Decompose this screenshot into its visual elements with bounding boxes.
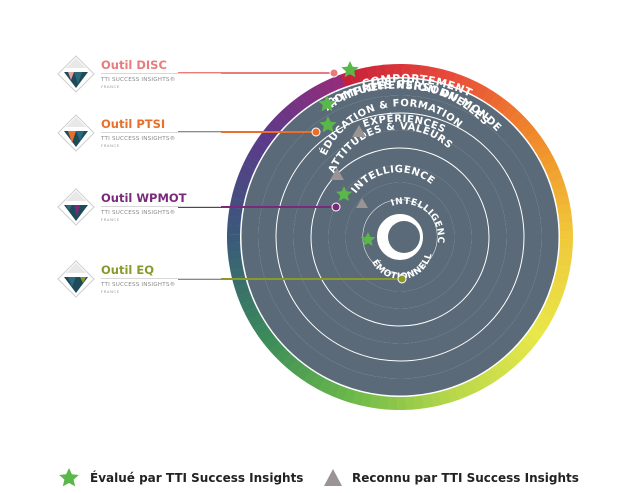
mountain-logo-icon <box>57 260 95 298</box>
ring-4 <box>293 130 507 344</box>
gradient-ring-segment <box>227 215 251 227</box>
mountain-logo-icon <box>57 55 95 93</box>
gradient-outer-ring <box>227 64 573 410</box>
star-icon <box>341 61 359 78</box>
gradient-ring-segment <box>545 270 569 285</box>
tool-name-eq: Outil EQ <box>101 263 154 277</box>
gradient-ring-segment <box>234 281 259 297</box>
star-icon <box>59 468 79 487</box>
legend-triangle-label: Reconnu par TTI Success Insights <box>352 471 579 485</box>
gradient-ring-segment <box>232 273 256 288</box>
triangle-icon <box>356 198 368 208</box>
gradient-ring-segment <box>549 212 573 224</box>
gradient-ring-segment <box>420 385 434 409</box>
tool-wpmot: Outil WPMOT TTI SUCCESS INSIGHTS® FRANCE <box>56 187 221 233</box>
tool-eq: Outil EQ TTI SUCCESS INSIGHTS® FRANCE <box>56 259 221 305</box>
mountain-logo-icon <box>57 114 95 152</box>
gradient-ring-segment <box>369 385 382 409</box>
gradient-ring-segment <box>549 247 573 259</box>
connector-dot-wpmot <box>331 202 341 212</box>
gradient-ring-segment <box>541 177 566 193</box>
tool-divider <box>101 206 221 207</box>
tool-brand: TTI SUCCESS INSIGHTS® <box>101 77 176 83</box>
tool-sub: FRANCE <box>101 217 120 222</box>
tool-brand: TTI SUCCESS INSIGHTS® <box>101 210 176 216</box>
gradient-ring-segment <box>349 69 364 93</box>
legend: Évalué par TTI Success Insights Reconnu … <box>58 467 618 489</box>
gradient-ring-segment <box>227 242 250 253</box>
gradient-ring-segment <box>228 257 252 271</box>
connector-dot-disc <box>329 68 339 78</box>
tool-sub: FRANCE <box>101 143 120 148</box>
gradient-ring-segment <box>378 386 390 410</box>
ring-2 <box>258 95 542 379</box>
triangle-icon <box>330 168 344 180</box>
gradient-ring-segment <box>444 378 460 403</box>
tool-ptsi: Outil PTSI TTI SUCCESS INSIGHTS® FRANCE <box>56 113 221 159</box>
gradient-ring-segment <box>332 74 349 99</box>
tool-divider <box>101 278 221 279</box>
ring-1 <box>241 78 559 396</box>
gradient-ring-segment <box>546 194 570 209</box>
gradient-ring-segment <box>413 386 425 410</box>
star-icon <box>319 116 337 133</box>
gradient-ring-segment <box>436 381 451 405</box>
gradient-ring-segment <box>544 186 568 201</box>
gradient-ring-segment <box>547 263 571 276</box>
star-icon <box>336 186 352 201</box>
gradient-ring-segment <box>231 189 255 204</box>
star-icon <box>360 232 376 246</box>
connector-dot-ptsi <box>311 127 321 137</box>
ring-6 <box>328 165 472 309</box>
tool-divider <box>101 132 221 133</box>
gradient-ring-segment <box>227 250 251 262</box>
gradient-ring-segment <box>550 221 573 232</box>
tool-sub: FRANCE <box>101 289 120 294</box>
gradient-ring-segment <box>352 382 367 406</box>
connector-dot-eq <box>397 274 407 284</box>
tool-name-ptsi: Outil PTSI <box>101 117 166 131</box>
triangle-icon <box>352 125 366 137</box>
gradient-ring-segment <box>230 265 254 280</box>
gradient-ring-segment <box>343 379 359 404</box>
gradient-ring-segment <box>340 71 356 96</box>
tool-disc: Outil DISC TTI SUCCESS INSIGHTS® FRANCE <box>56 54 221 100</box>
bullseye-center <box>388 221 420 253</box>
ring-5 <box>311 148 489 326</box>
tool-brand: TTI SUCCESS INSIGHTS® <box>101 136 176 142</box>
ring-markers <box>318 61 376 246</box>
tool-brand: TTI SUCCESS INSIGHTS® <box>101 282 176 288</box>
gradient-ring-segment <box>548 255 572 268</box>
gradient-ring-segment <box>233 180 258 196</box>
concentric-rings <box>240 77 560 397</box>
mountain-logo-icon <box>57 188 95 226</box>
gradient-ring-segment <box>405 387 416 410</box>
tool-name-wpmot: Outil WPMOT <box>101 191 187 205</box>
ring-3 <box>276 113 524 361</box>
gradient-ring-segment <box>428 383 443 407</box>
gradient-ring-segment <box>542 278 567 294</box>
gradient-ring-segment <box>228 206 252 219</box>
star-icon <box>318 95 336 112</box>
tool-sub: FRANCE <box>101 84 120 89</box>
tool-divider <box>101 73 221 74</box>
tool-name-disc: Outil DISC <box>101 58 167 72</box>
triangle-icon <box>324 469 342 486</box>
gradient-ring-segment <box>361 384 374 408</box>
legend-star-label: Évalué par TTI Success Insights <box>90 471 304 485</box>
gradient-ring-segment <box>548 203 572 217</box>
